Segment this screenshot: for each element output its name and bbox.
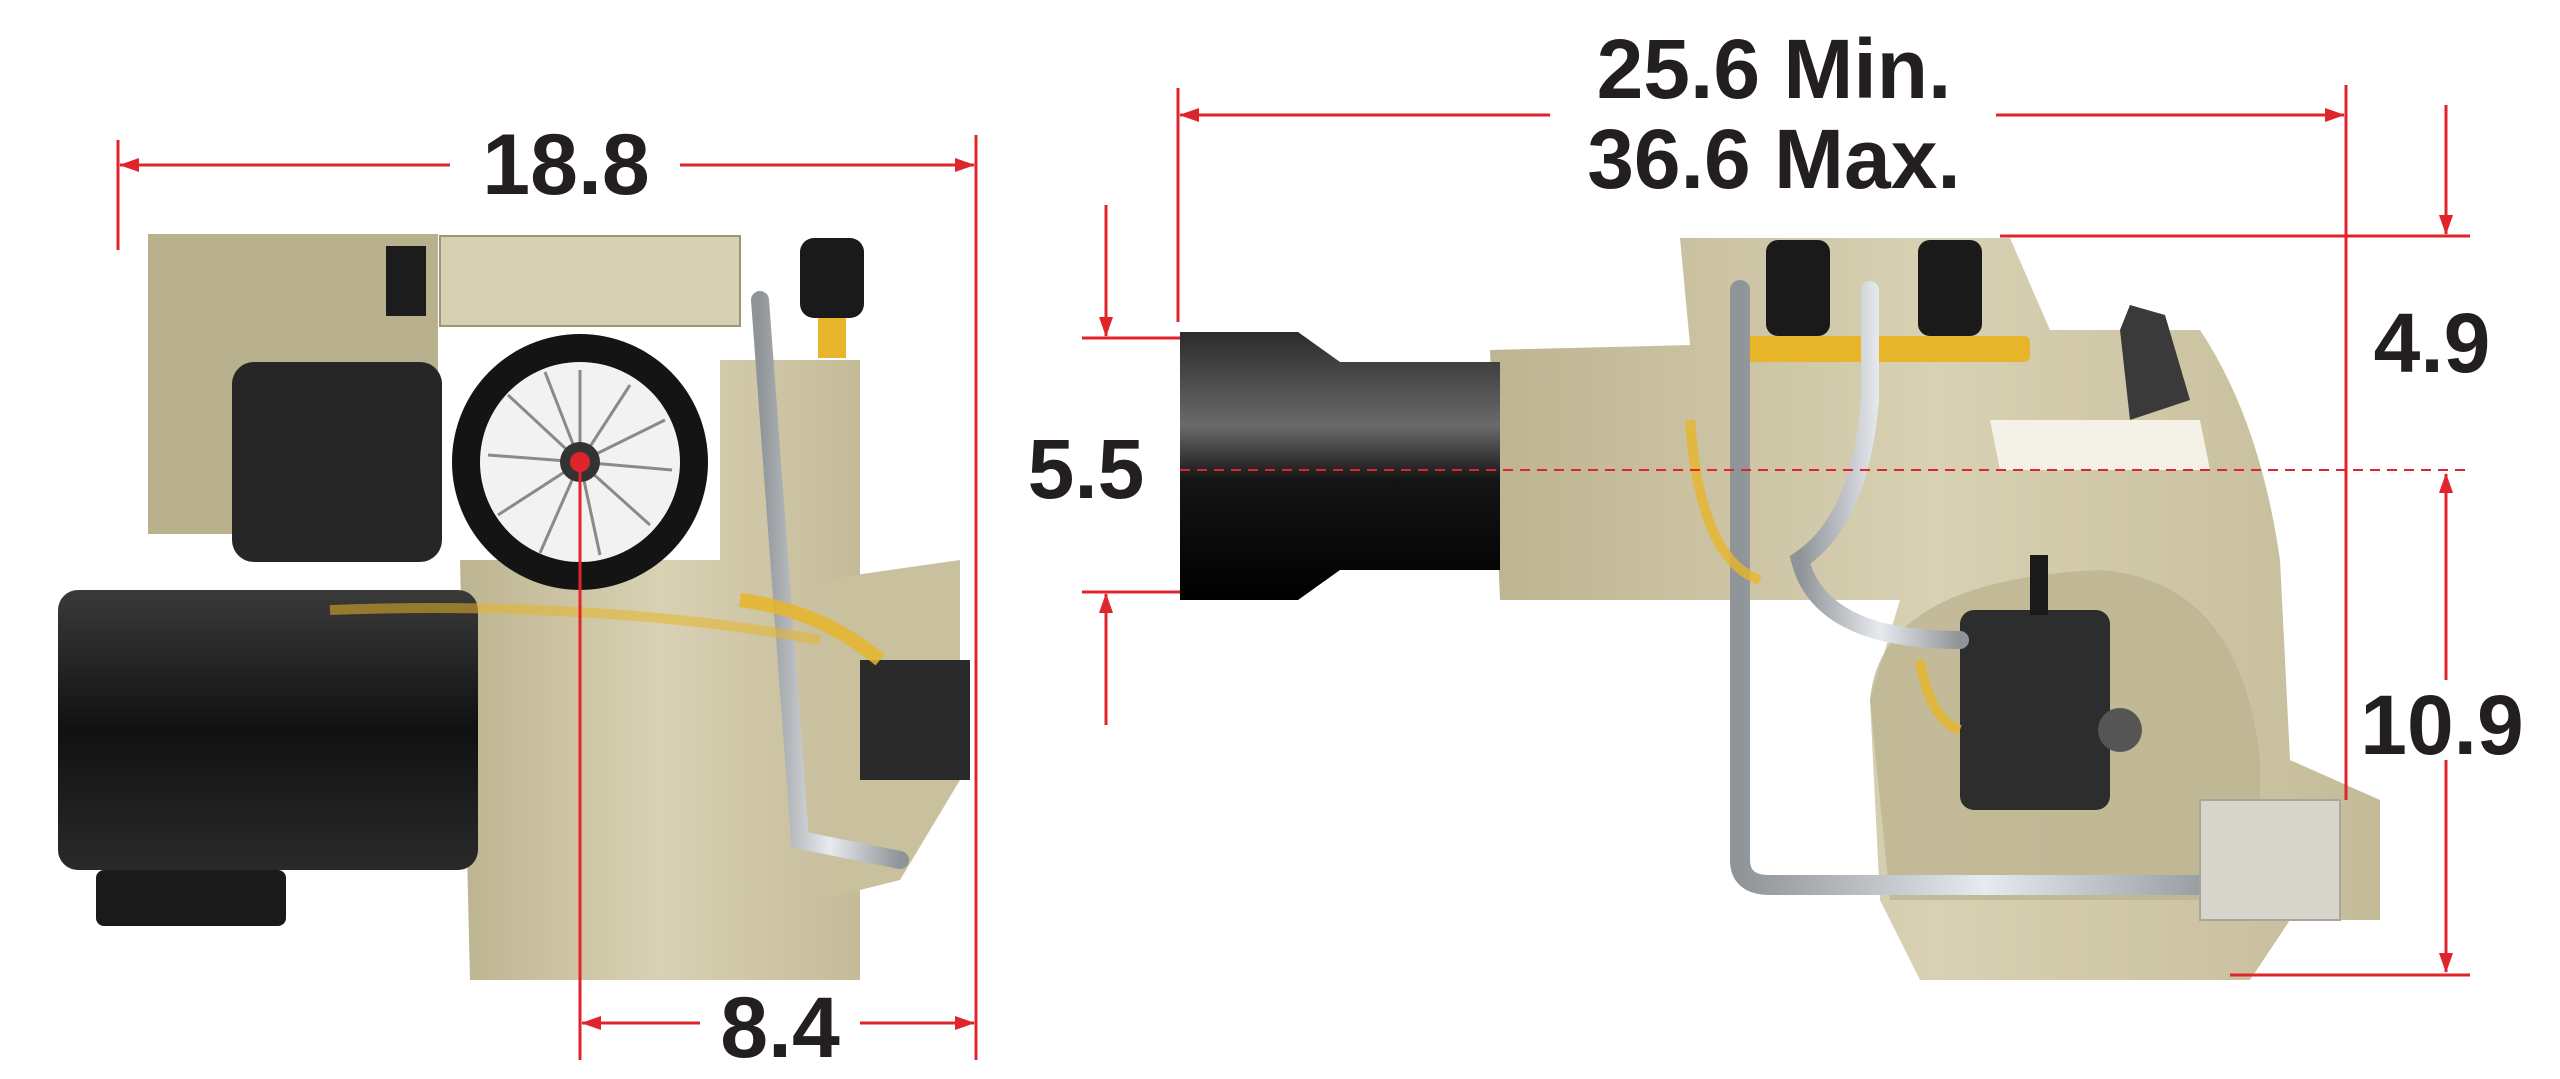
front-width-label: 18.8 xyxy=(482,117,649,213)
side-solenoid-2 xyxy=(1918,240,1982,336)
front-dimension-lines xyxy=(116,135,978,1060)
side-dimension-lines xyxy=(1082,85,2470,977)
side-blast-tube xyxy=(1180,332,1500,600)
center-to-bottom-label: 10.9 xyxy=(2360,678,2524,772)
side-length-min-label: 25.6 Min. xyxy=(1597,22,1952,116)
tube-diameter-label: 5.5 xyxy=(1028,422,1145,516)
front-motor xyxy=(58,590,478,870)
front-view-burner xyxy=(58,234,970,980)
front-fan-housing xyxy=(460,360,860,980)
side-oil-pipe xyxy=(1730,280,2240,895)
side-brass-manifold xyxy=(1730,336,2030,362)
side-length-max-label: 36.6 Max. xyxy=(1587,112,1961,206)
front-center-offset-label: 8.4 xyxy=(720,980,840,1076)
top-to-center-label: 4.9 xyxy=(2374,296,2491,390)
side-junction-box xyxy=(2199,799,2341,921)
front-transformer xyxy=(232,362,442,562)
side-view-burner xyxy=(1180,238,2380,980)
side-oil-pump xyxy=(1960,610,2110,810)
front-solenoid xyxy=(800,238,864,318)
side-solenoid-1 xyxy=(1766,240,1830,336)
